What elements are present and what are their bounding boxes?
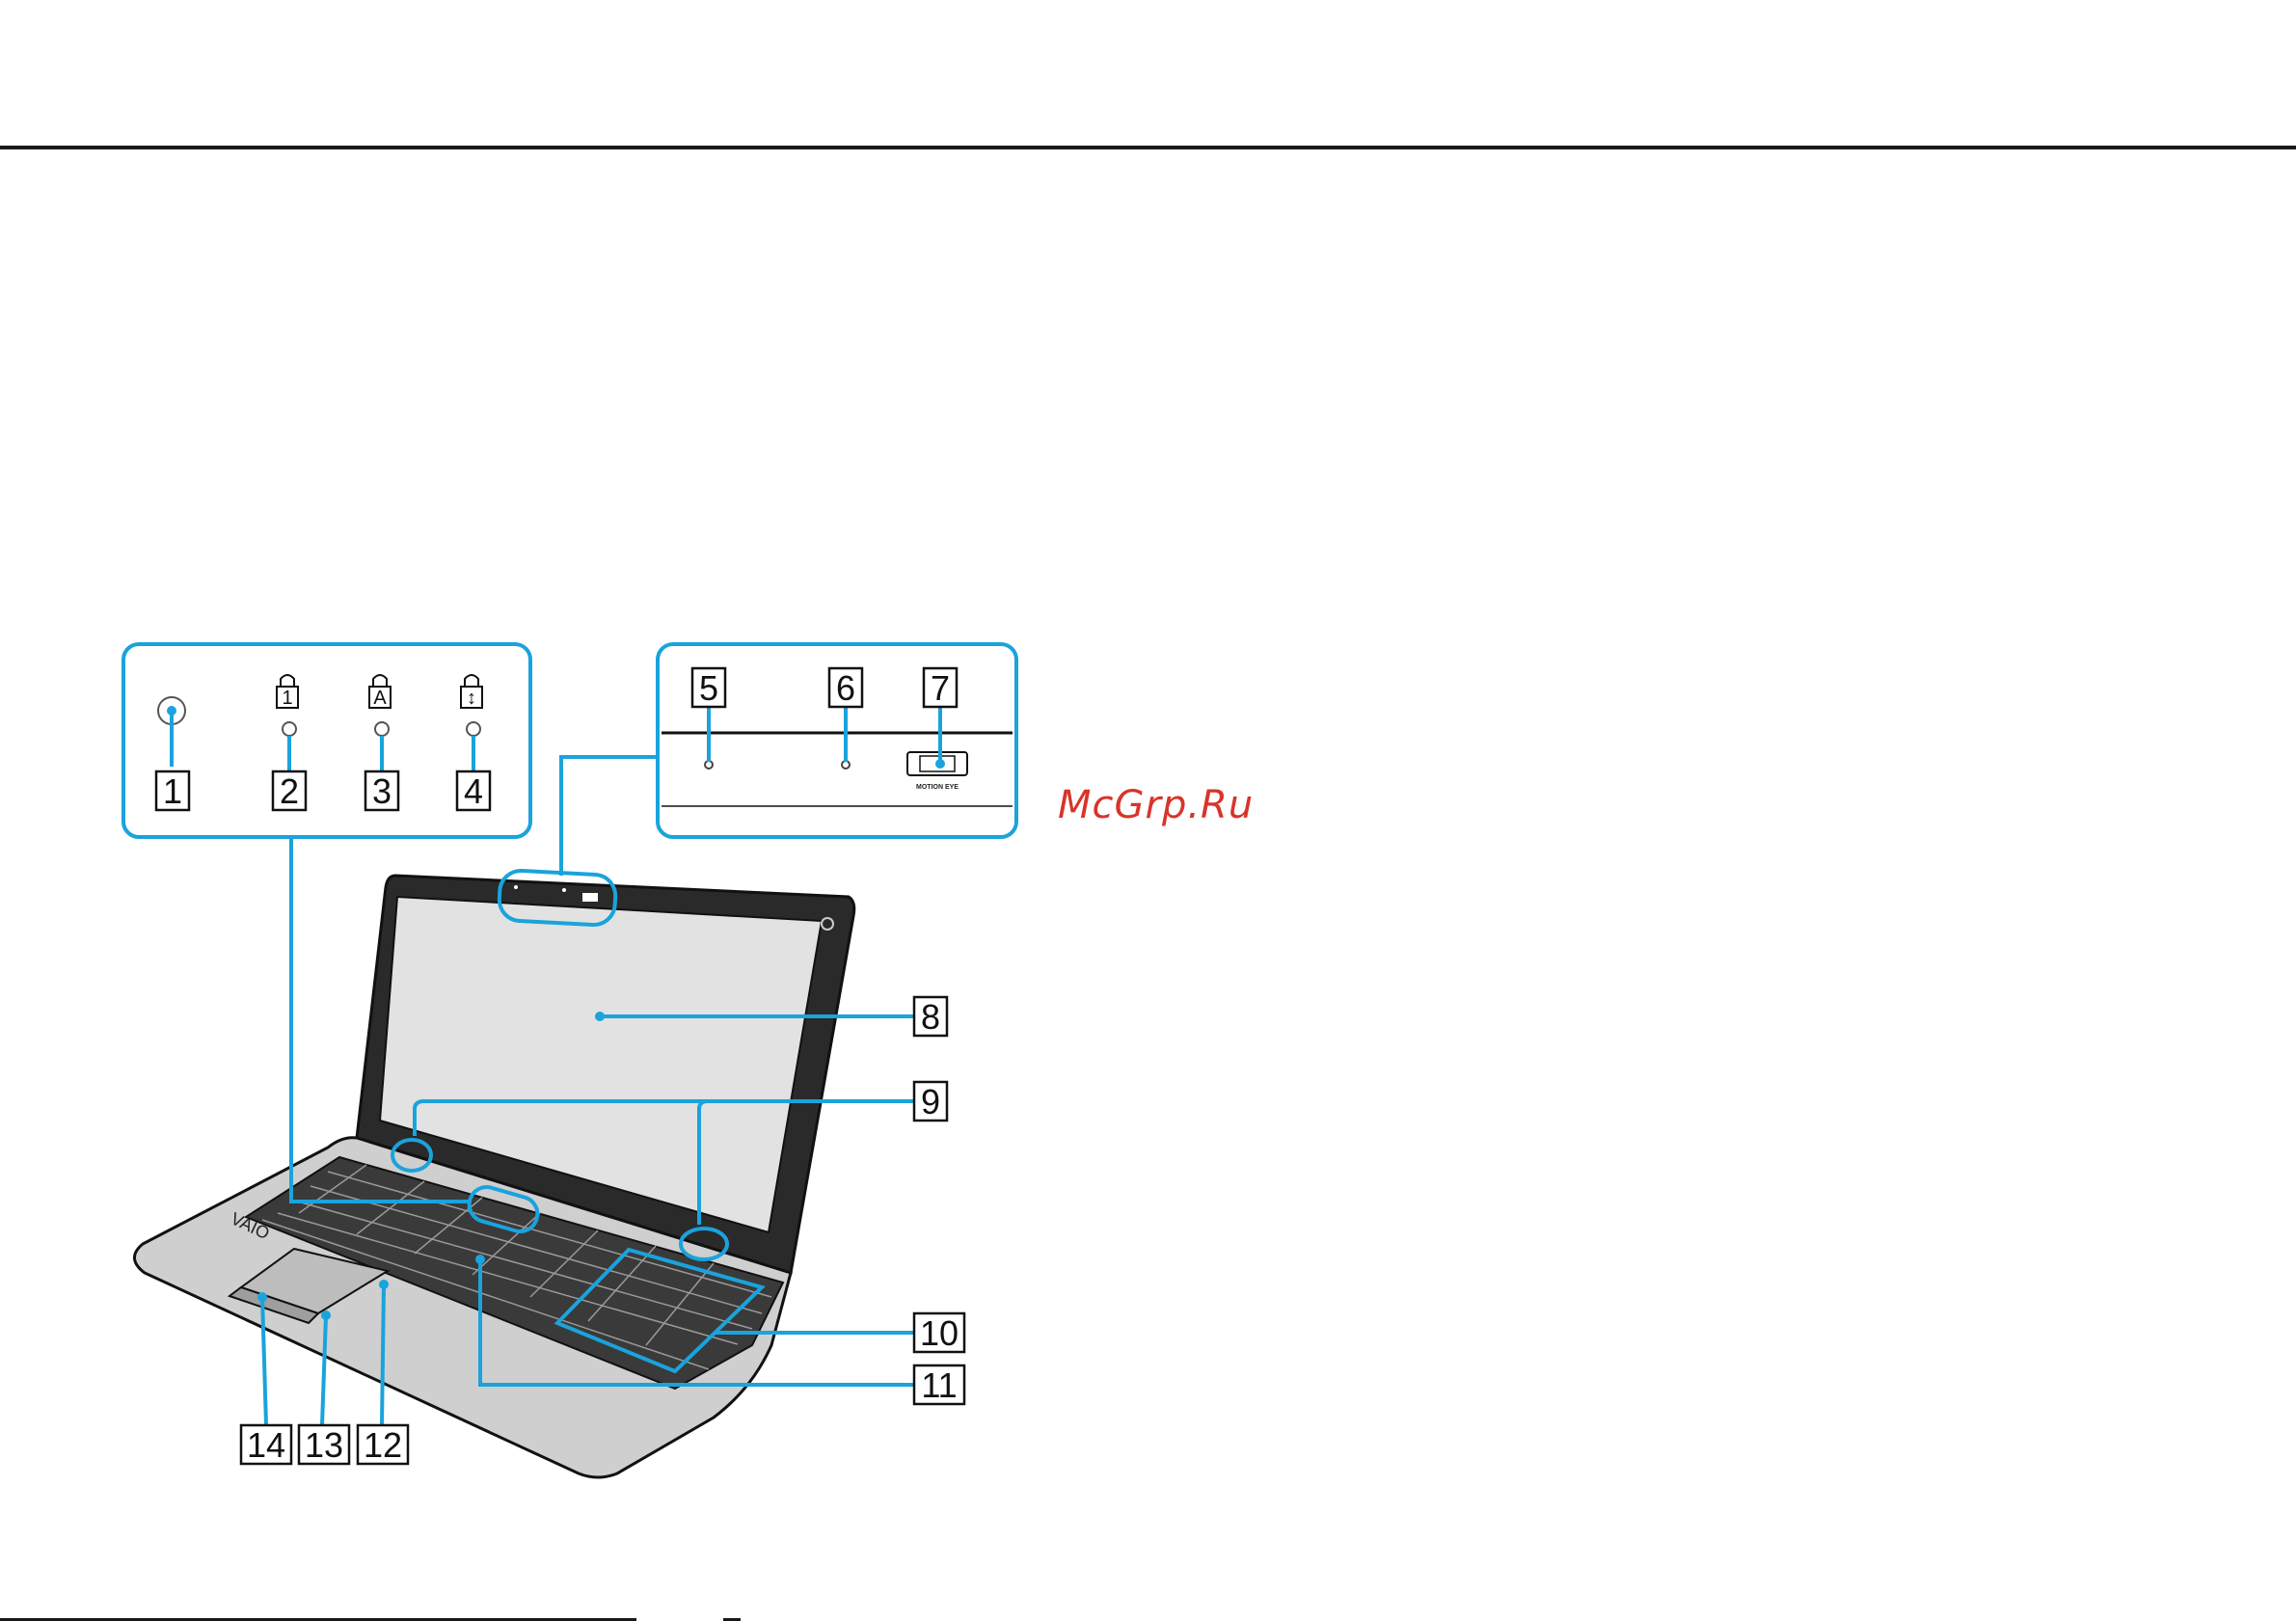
callout-1: 1 [156,771,189,811]
callout-4: 4 [457,771,490,811]
bezel-camera [582,893,598,902]
callout-3: 3 [365,771,398,811]
num-lock-symbol: 1 [282,688,292,709]
callout-10: 10 [914,1313,964,1353]
callout-13: 13 [299,1425,349,1465]
svg-text:13: 13 [305,1425,343,1465]
num-lock-icon: 1 [277,675,298,736]
webcam-icon: MOTION EYE [907,752,967,791]
svg-text:2: 2 [280,771,299,811]
svg-text:9: 9 [921,1082,940,1121]
callout-8: 8 [914,997,947,1037]
svg-text:8: 8 [921,997,940,1037]
callout-11: 11 [914,1365,964,1405]
svg-text:7: 7 [931,668,950,708]
svg-text:12: 12 [364,1425,402,1465]
svg-text:14: 14 [247,1425,285,1465]
svg-text:4: 4 [464,771,483,811]
callout-14: 14 [241,1425,291,1465]
caps-lock-icon: A [369,675,391,736]
svg-text:6: 6 [836,668,855,708]
camera-label: MOTION EYE [916,784,959,791]
callout-6: 6 [829,668,862,708]
bezel-mic-left [514,885,518,889]
laptop-drawing: VAIO [134,876,853,1477]
callout-2: 2 [273,771,306,811]
svg-text:10: 10 [920,1313,959,1353]
caps-lock-symbol: A [373,688,387,709]
callout-7: 7 [924,668,957,708]
scroll-lock-icon: ↕ [461,675,482,736]
svg-text:1: 1 [163,771,182,811]
mic-right-icon [842,761,850,769]
callout-12: 12 [358,1425,408,1465]
callout-5: 5 [692,668,725,708]
callout-9: 9 [914,1082,947,1121]
bezel-mic-right [562,888,566,892]
svg-text:5: 5 [699,668,718,708]
mic-left-icon [705,761,713,769]
svg-text:3: 3 [372,771,392,811]
svg-text:11: 11 [921,1365,957,1405]
scroll-lock-symbol: ↕ [467,688,476,709]
